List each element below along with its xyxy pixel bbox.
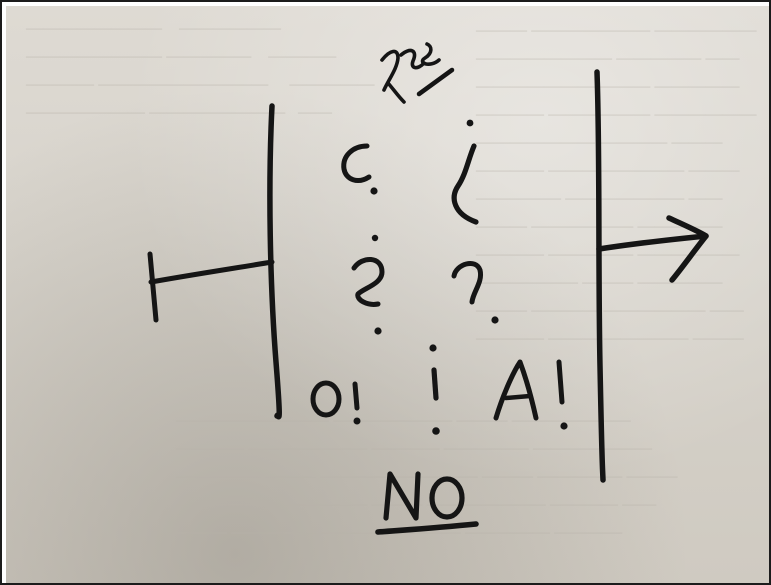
letter-a — [493, 359, 539, 421]
handwritten-diagram: yes NO — [6, 6, 709, 535]
inverted-exclamation-left — [352, 381, 361, 425]
exclamation-right — [556, 359, 568, 430]
paper-photo: ———————— —————— ———————— ————— ———— ————… — [6, 6, 769, 583]
letter-c — [341, 143, 372, 183]
inverted-exclamation-center — [431, 367, 440, 435]
yes-label: yes — [6, 6, 8, 7]
inverted-question-mark — [451, 143, 479, 225]
left-arrow — [147, 251, 275, 323]
right-boundary-line — [594, 69, 606, 483]
no-label: NO — [6, 6, 8, 7]
yes-scribble — [380, 42, 455, 104]
hook-figure — [351, 257, 385, 307]
left-boundary-line — [267, 103, 282, 420]
reverse-page-bleed-right: ——— ——————— —————— ———————— ————— —— ———… — [476, 20, 757, 347]
no-word — [375, 471, 479, 535]
question-mark — [451, 260, 484, 305]
right-arrow — [596, 215, 709, 283]
letter-o — [310, 380, 342, 418]
reverse-page-bleed-left: ———————— —————— ———————— ————— ———— ————… — [26, 18, 375, 121]
